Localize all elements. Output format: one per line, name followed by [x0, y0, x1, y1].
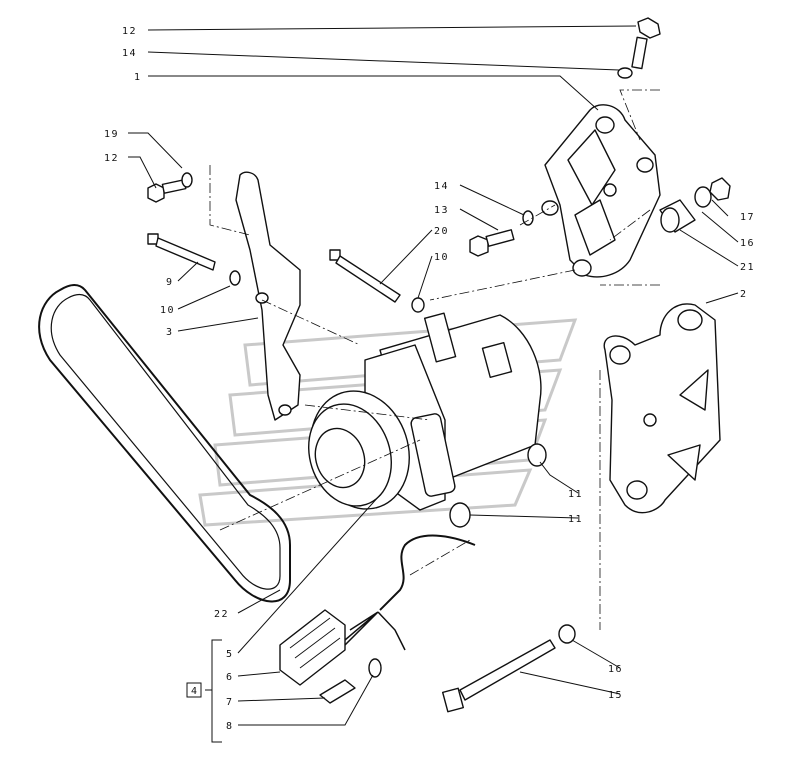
bolt-9 [147, 233, 216, 271]
connector-6 [279, 609, 346, 686]
upper-bracket [541, 104, 661, 278]
lower-bracket [603, 303, 721, 514]
tension-arm [235, 171, 301, 421]
callout-label: 16 [740, 238, 755, 249]
leader-lines [128, 25, 739, 726]
washer-10-center [411, 297, 425, 313]
callout-label: 12 [122, 26, 137, 37]
washer-16-bottom [558, 624, 576, 644]
bolt-20 [329, 249, 401, 303]
callout-label: 8 [226, 721, 234, 732]
compressor [308, 312, 547, 528]
group-bracket: 4 [186, 639, 222, 743]
washer-19 [181, 172, 193, 188]
callout-label: 7 [226, 697, 234, 708]
callout-label: 6 [226, 672, 234, 683]
callout-label: 11 [568, 514, 583, 525]
callout-label: 21 [740, 262, 755, 273]
callout-label: 10 [160, 305, 175, 316]
callout-label: 22 [214, 609, 229, 620]
washer-16-top [694, 186, 712, 208]
group-box [186, 682, 202, 698]
center-lines [209, 89, 660, 630]
callout-label: 11 [568, 489, 583, 500]
nut-17 [709, 177, 731, 201]
washer-10-left [229, 270, 241, 286]
callout-label: 1 [134, 72, 142, 83]
wire-harness [339, 534, 476, 651]
callout-label: 14 [122, 48, 137, 59]
v-belt [38, 284, 291, 603]
callout-label: 12 [104, 153, 119, 164]
callout-label: 14 [434, 181, 449, 192]
bolt-13 [469, 229, 515, 257]
seal-8 [368, 658, 382, 678]
callout-label: 17 [740, 212, 755, 223]
spacer-21 [659, 199, 696, 233]
washer-14-top [617, 67, 633, 79]
bolt-12-left [147, 179, 187, 203]
callout-labels: 12 14 1 19 12 14 13 17 16 21 20 10 9 10 … [104, 26, 755, 732]
bolt-12-top [631, 17, 661, 70]
callout-label: 2 [740, 289, 748, 300]
callout-label: 5 [226, 649, 234, 660]
callout-label: 19 [104, 129, 119, 140]
group-box-label: 4 [191, 686, 199, 697]
callout-label: 9 [166, 277, 174, 288]
terminal-7 [319, 679, 356, 704]
callout-label: 3 [166, 327, 174, 338]
callout-label: 20 [434, 226, 449, 237]
callout-label: 13 [434, 205, 449, 216]
callout-label: 16 [608, 664, 623, 675]
callout-label: 10 [434, 252, 449, 263]
bolt-15 [441, 639, 556, 713]
callout-label: 15 [608, 690, 623, 701]
